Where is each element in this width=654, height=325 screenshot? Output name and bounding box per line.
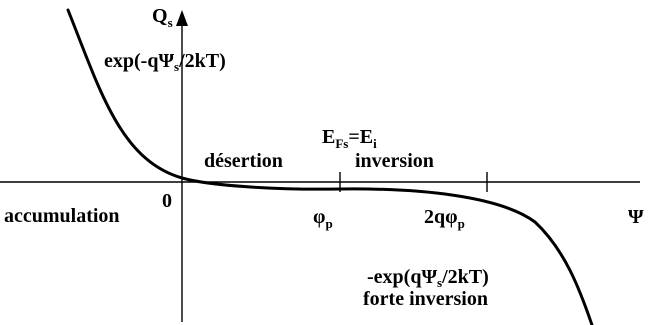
y-axis-arrowhead <box>176 10 188 26</box>
desertion-label: désertion <box>204 150 283 172</box>
tick-label-2q-phi-p: 2qφp <box>424 206 465 231</box>
tick-label-phi-p: φp <box>313 206 333 231</box>
origin-label: 0 <box>162 190 172 212</box>
y-axis-label: Qs <box>152 5 173 30</box>
exp-lower-label: -exp(qΨs/2kT) <box>367 266 489 290</box>
accumulation-label: accumulation <box>4 205 120 227</box>
charge-curve <box>66 8 594 325</box>
exp-upper-label: exp(-qΨs/2kT) <box>104 50 226 74</box>
forte-inversion-label: forte inversion <box>363 288 488 310</box>
band-label: EFs=Ei <box>322 126 377 151</box>
inversion-label: inversion <box>355 150 434 172</box>
x-axis-label: Ψ <box>628 206 644 228</box>
